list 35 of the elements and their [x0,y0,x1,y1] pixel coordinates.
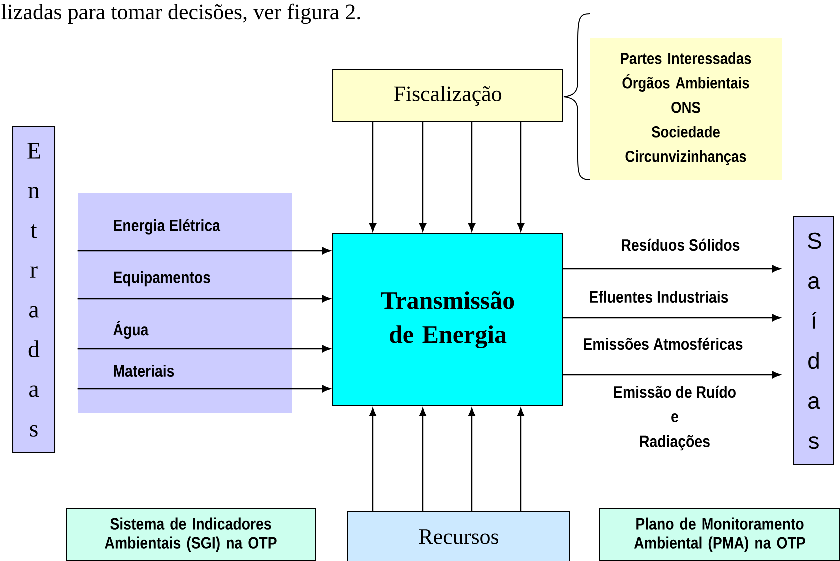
box: Fiscalização [332,70,564,122]
edge-label: Energia Elétrica [114,219,221,235]
edge-label: Resíduos Sólidos [622,238,740,252]
edge-label: Equipamentos [114,271,210,287]
output-label: e [672,413,678,422]
vertical-label-box: Entradas [12,126,56,454]
arrow [564,265,781,273]
arrow [78,385,331,393]
box: Sistema de Indicadores Ambientais (SGI) na OTP [66,508,316,561]
arrow [517,122,525,232]
input-panel [78,193,292,413]
arrow [78,295,331,303]
arrow [517,408,525,512]
box: Recursos [348,512,570,561]
body-text: lizadas para tomar decisões, ver figura 2. [2,4,360,24]
arrow [468,122,476,232]
stakeholder-list-box: Partes Interessadas Órgãos Ambientais ONS Sociedade Circunvizinhanças [590,38,782,180]
arrow [564,314,781,322]
vertical-label-box: Saídas [794,216,834,466]
arrow [78,247,331,254]
edge-label: Emissões Atmosféricas [584,338,743,350]
arrow [419,408,427,512]
edge-label: Efluentes Industriais [590,290,728,304]
box: Plano de Monitoramento Ambiental (PMA) na OTP [600,508,840,561]
edge-label: Água [114,320,149,340]
arrow [369,408,377,512]
edge-label: Materiais [114,364,174,378]
output-label: Radiações [640,435,710,451]
arrow [369,122,377,232]
arrow [564,371,781,379]
process-box: Transmissão de Energia [332,234,564,406]
arrow [78,345,331,353]
arrow [419,122,427,232]
arrow [468,408,476,512]
output-label: Emissão de Ruído [614,386,736,398]
